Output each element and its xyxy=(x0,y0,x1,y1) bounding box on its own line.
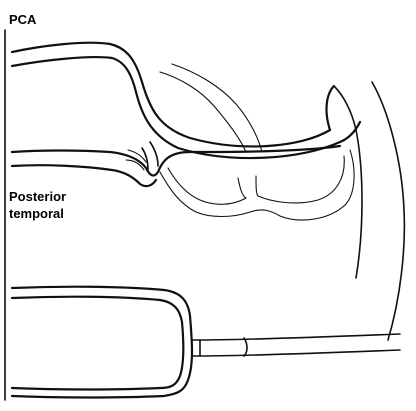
temporal-segment-line-1 xyxy=(238,178,246,198)
lumen-lower-wall-inner xyxy=(12,165,156,186)
retractor-blade-outer xyxy=(12,287,192,398)
retractor-handle-bottom xyxy=(192,350,400,356)
far-right-contour xyxy=(372,82,404,340)
pca-vessel-right-bulge xyxy=(327,86,360,142)
temporal-segment-line-2 xyxy=(256,176,258,196)
label-pca: PCA xyxy=(9,11,36,28)
temporal-lobe-outline xyxy=(160,150,354,220)
retractor-handle-top xyxy=(192,334,400,340)
right-sweep-contour xyxy=(334,86,362,278)
retractor-handle-collar-2 xyxy=(244,338,247,356)
retractor-blade-inner xyxy=(12,297,183,390)
sulcus-contour-2 xyxy=(172,64,262,152)
label-posterior: Posterior xyxy=(9,188,66,205)
lumen-lower-wall xyxy=(12,146,340,175)
sulcus-contour-1 xyxy=(160,72,246,152)
label-temporal: temporal xyxy=(9,205,64,222)
